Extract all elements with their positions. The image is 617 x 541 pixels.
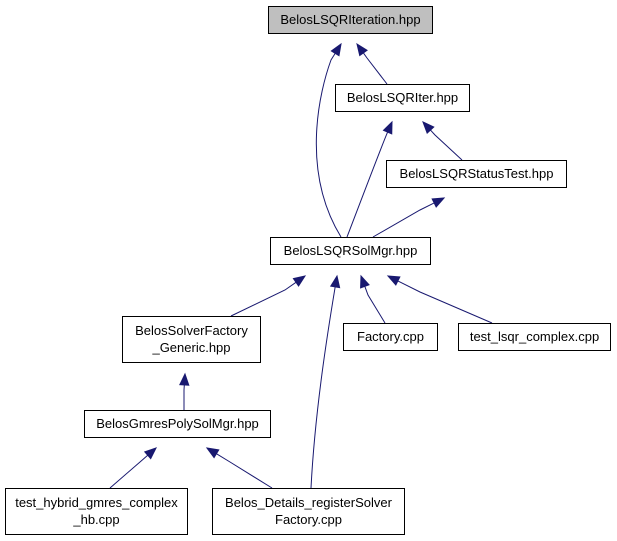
edges-layer bbox=[109, 42, 493, 489]
node-box[interactable] bbox=[268, 6, 433, 34]
arrowhead-icon bbox=[382, 120, 393, 135]
node-box[interactable] bbox=[343, 323, 438, 351]
node-label: Factory.cpp bbox=[357, 329, 424, 344]
node-statustest[interactable]: BelosLSQRStatusTest.hpp bbox=[386, 160, 567, 188]
edge-line bbox=[310, 286, 336, 489]
edge-line bbox=[364, 286, 386, 324]
edge-statustest-to-iter bbox=[422, 121, 463, 161]
node-label: Factory.cpp bbox=[275, 512, 342, 527]
edge-gmrespoly-to-factory_generic bbox=[179, 372, 190, 410]
arrowhead-icon bbox=[179, 372, 190, 386]
node-factory-cpp[interactable]: Factory.cpp bbox=[343, 323, 438, 351]
node-test-hybrid[interactable]: test_hybrid_gmres_complex _hb.cpp bbox=[5, 488, 188, 535]
node-box[interactable] bbox=[270, 237, 431, 265]
arrowhead-icon bbox=[360, 274, 370, 289]
edge-line bbox=[216, 453, 273, 489]
edge-line bbox=[372, 202, 435, 238]
edge-test_hybrid-to-gmrespoly bbox=[109, 447, 157, 489]
node-iter[interactable]: BelosLSQRIter.hpp bbox=[335, 84, 470, 112]
node-factory-generic[interactable]: BelosSolverFactory _Generic.hpp bbox=[122, 316, 261, 363]
edge-register-to-solmgr bbox=[310, 274, 341, 489]
edge-solmgr-to-iteration bbox=[315, 42, 342, 238]
node-box[interactable] bbox=[84, 410, 271, 438]
edge-register-to-gmrespoly bbox=[205, 447, 273, 489]
arrowhead-icon bbox=[205, 447, 220, 459]
node-label: _hb.cpp bbox=[72, 512, 119, 527]
node-box[interactable] bbox=[212, 488, 405, 535]
node-label: test_hybrid_gmres_complex bbox=[15, 495, 178, 510]
node-label: BelosLSQRSolMgr.hpp bbox=[284, 243, 418, 258]
node-label: test_lsqr_complex.cpp bbox=[470, 329, 599, 344]
node-label: BelosLSQRIter.hpp bbox=[347, 90, 458, 105]
edge-solmgr-to-statustest bbox=[372, 197, 446, 238]
arrowhead-icon bbox=[292, 275, 307, 287]
node-label: Belos_Details_registerSolver bbox=[225, 495, 393, 510]
arrowhead-icon bbox=[386, 275, 401, 286]
edge-line bbox=[397, 280, 493, 324]
node-box[interactable] bbox=[5, 488, 188, 535]
arrowhead-icon bbox=[422, 121, 435, 135]
arrowhead-icon bbox=[143, 447, 157, 460]
node-label: BelosLSQRStatusTest.hpp bbox=[400, 166, 554, 181]
edge-factory_cpp-to-solmgr bbox=[360, 274, 386, 324]
node-box[interactable] bbox=[122, 316, 261, 363]
node-label: BelosSolverFactory bbox=[135, 323, 248, 338]
edge-test_lsqr-to-solmgr bbox=[386, 275, 493, 324]
node-box[interactable] bbox=[335, 84, 470, 112]
nodes-layer: BelosLSQRIteration.hppBelosLSQRIter.hppB… bbox=[5, 6, 611, 535]
node-solmgr[interactable]: BelosLSQRSolMgr.hpp bbox=[270, 237, 431, 265]
edge-line bbox=[109, 454, 149, 489]
edge-solmgr-to-iter bbox=[346, 120, 393, 238]
edge-line bbox=[346, 131, 389, 238]
node-label: BelosLSQRIteration.hpp bbox=[280, 12, 420, 27]
arrowhead-icon bbox=[356, 42, 368, 57]
edge-line bbox=[315, 53, 342, 238]
node-test-lsqr[interactable]: test_lsqr_complex.cpp bbox=[458, 323, 611, 351]
arrowhead-icon bbox=[431, 197, 446, 208]
node-box[interactable] bbox=[458, 323, 611, 351]
edge-line bbox=[230, 281, 297, 317]
arrowhead-icon bbox=[330, 42, 342, 57]
edge-line bbox=[430, 129, 463, 161]
edge-line bbox=[362, 52, 388, 85]
node-label: _Generic.hpp bbox=[151, 340, 230, 355]
edge-factory_generic-to-solmgr bbox=[230, 275, 307, 317]
node-gmrespoly[interactable]: BelosGmresPolySolMgr.hpp bbox=[84, 410, 271, 438]
node-label: BelosGmresPolySolMgr.hpp bbox=[96, 416, 259, 431]
arrowhead-icon bbox=[329, 274, 341, 289]
node-iteration[interactable]: BelosLSQRIteration.hpp bbox=[268, 6, 433, 34]
node-box[interactable] bbox=[386, 160, 567, 188]
edge-iter-to-iteration bbox=[356, 42, 388, 85]
